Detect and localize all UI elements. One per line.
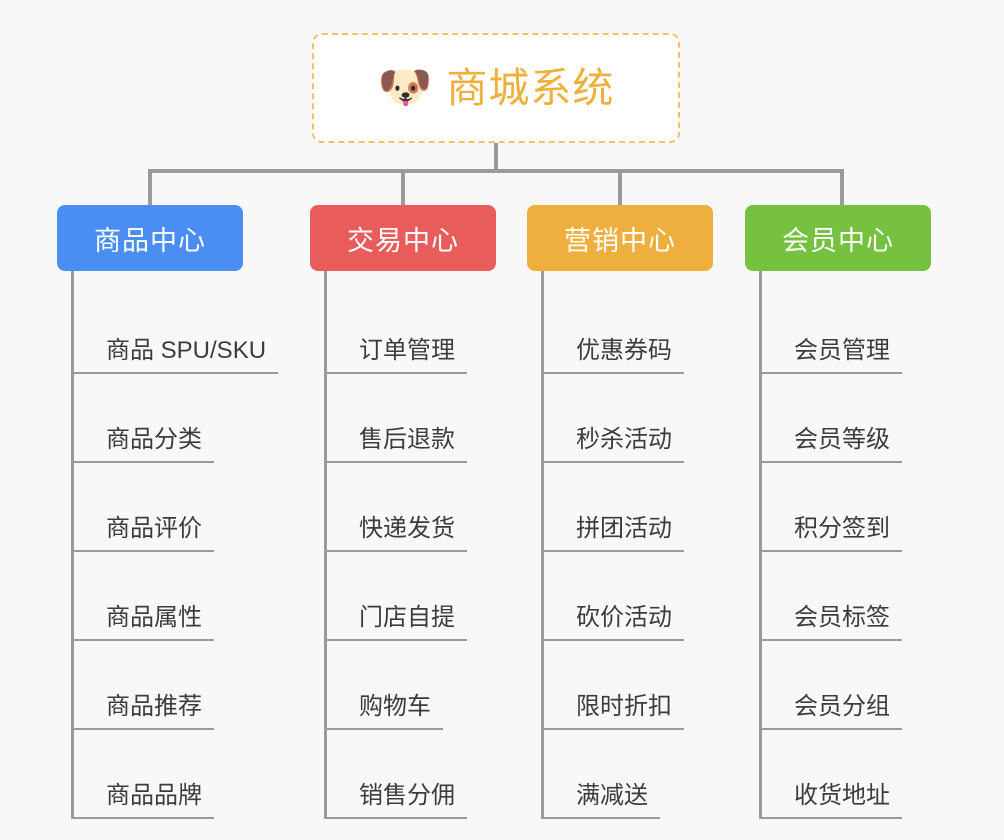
branch-head-2[interactable]: 营销中心 <box>527 205 713 271</box>
branch-head-3[interactable]: 会员中心 <box>745 205 931 271</box>
leaf-list-1: 订单管理 售后退款 快递发货 门店自提 购物车 销售分佣 <box>324 271 467 819</box>
branch-head-0[interactable]: 商品中心 <box>57 205 243 271</box>
leaf-label: 售后退款 <box>327 426 467 463</box>
connector-root-trunk <box>494 143 498 171</box>
branch-column-营销中心: 营销中心 优惠券码 秒杀活动 拼团活动 砍价活动 限时折扣 满减送 <box>527 205 713 819</box>
leaf-label: 限时折扣 <box>544 693 684 730</box>
list-item[interactable]: 拼团活动 <box>544 463 684 552</box>
branch-column-交易中心: 交易中心 订单管理 售后退款 快递发货 门店自提 购物车 销售分佣 <box>310 205 496 819</box>
shiba-dog-face-icon: 🐶 <box>377 63 433 112</box>
leaf-label: 拼团活动 <box>544 515 684 552</box>
branch-column-商品中心: 商品中心 商品 SPU/SKU 商品分类 商品评价 商品属性 商品推荐 商品品牌 <box>57 205 279 819</box>
leaf-label: 会员等级 <box>762 426 902 463</box>
leaf-label: 砍价活动 <box>544 604 684 641</box>
leaf-label: 销售分佣 <box>327 782 467 819</box>
leaf-label: 积分签到 <box>762 515 902 552</box>
list-item[interactable]: 会员分组 <box>762 641 902 730</box>
list-item[interactable]: 商品品牌 <box>74 730 278 819</box>
leaf-label: 秒杀活动 <box>544 426 684 463</box>
leaf-label: 购物车 <box>327 693 443 730</box>
list-item[interactable]: 限时折扣 <box>544 641 684 730</box>
leaf-label: 会员标签 <box>762 604 902 641</box>
list-item[interactable]: 售后退款 <box>327 374 467 463</box>
list-item[interactable]: 会员管理 <box>762 285 902 374</box>
connector-drop-branch-2 <box>618 169 622 207</box>
list-item[interactable]: 砍价活动 <box>544 552 684 641</box>
connector-drop-branch-1 <box>401 169 405 207</box>
leaf-list-3: 会员管理 会员等级 积分签到 会员标签 会员分组 收货地址 <box>759 271 902 819</box>
list-item[interactable]: 商品评价 <box>74 463 278 552</box>
connector-drop-branch-0 <box>148 169 152 207</box>
leaf-list-0: 商品 SPU/SKU 商品分类 商品评价 商品属性 商品推荐 商品品牌 <box>71 271 279 819</box>
list-item[interactable]: 商品分类 <box>74 374 278 463</box>
connector-horizontal-bus <box>148 169 844 173</box>
root-node-title: 商城系统 <box>446 64 615 111</box>
leaf-list-2: 优惠券码 秒杀活动 拼团活动 砍价活动 限时折扣 满减送 <box>541 271 684 819</box>
branch-column-会员中心: 会员中心 会员管理 会员等级 积分签到 会员标签 会员分组 收货地址 <box>745 205 931 819</box>
list-item[interactable]: 会员等级 <box>762 374 902 463</box>
connector-drop-branch-3 <box>840 169 844 207</box>
leaf-label: 商品属性 <box>74 604 214 641</box>
leaf-label: 收货地址 <box>762 782 902 819</box>
list-item[interactable]: 商品 SPU/SKU <box>74 285 279 374</box>
leaf-label: 商品评价 <box>74 515 214 552</box>
leaf-label: 快递发货 <box>327 515 467 552</box>
leaf-label: 商品 SPU/SKU <box>74 337 279 374</box>
list-item[interactable]: 收货地址 <box>762 730 902 819</box>
list-item[interactable]: 满减送 <box>544 730 684 819</box>
leaf-label: 订单管理 <box>327 337 467 374</box>
list-item[interactable]: 商品属性 <box>74 552 278 641</box>
list-item[interactable]: 销售分佣 <box>327 730 467 819</box>
list-item[interactable]: 积分签到 <box>762 463 902 552</box>
leaf-label: 优惠券码 <box>544 337 684 374</box>
list-item[interactable]: 秒杀活动 <box>544 374 684 463</box>
list-item[interactable]: 商品推荐 <box>74 641 278 730</box>
leaf-label: 门店自提 <box>327 604 467 641</box>
branch-head-1[interactable]: 交易中心 <box>310 205 496 271</box>
list-item[interactable]: 快递发货 <box>327 463 467 552</box>
leaf-label: 满减送 <box>544 782 660 819</box>
leaf-label: 商品推荐 <box>74 693 214 730</box>
leaf-label: 商品品牌 <box>74 782 214 819</box>
leaf-label: 会员分组 <box>762 693 902 730</box>
leaf-label: 商品分类 <box>74 426 214 463</box>
list-item[interactable]: 订单管理 <box>327 285 467 374</box>
leaf-label: 会员管理 <box>762 337 902 374</box>
root-node[interactable]: 🐶 商城系统 <box>312 33 680 143</box>
list-item[interactable]: 购物车 <box>327 641 467 730</box>
list-item[interactable]: 会员标签 <box>762 552 902 641</box>
list-item[interactable]: 优惠券码 <box>544 285 684 374</box>
list-item[interactable]: 门店自提 <box>327 552 467 641</box>
